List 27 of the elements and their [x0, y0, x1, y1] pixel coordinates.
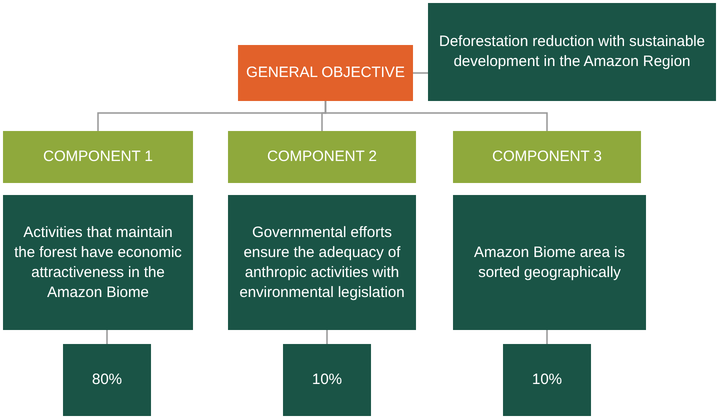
outcome-box — [453, 195, 646, 330]
outcome-text: Amazon Biome area is sorted geographically — [473, 242, 626, 282]
percentage-value: 80% — [92, 370, 122, 390]
component-label: COMPONENT 1 — [43, 147, 153, 167]
component-label: COMPONENT 3 — [492, 147, 602, 167]
objective-label: GENERAL OBJECTIVE — [246, 63, 405, 83]
connector-line — [106, 330, 108, 344]
component-box — [3, 131, 193, 183]
objective-box — [238, 45, 413, 101]
outcome-box — [3, 195, 193, 330]
connector-line — [326, 330, 328, 344]
goal-text: Deforestation reduction with sustainable development in the Amazon Region — [438, 32, 706, 72]
component-box — [453, 131, 641, 183]
component-box — [228, 131, 416, 183]
component-label: COMPONENT 2 — [267, 147, 377, 167]
outcome-text: Activities that maintain the forest have economic attractiveness in the Amazon Biome — [13, 222, 183, 302]
connector-line — [324, 101, 548, 131]
percentage-box — [283, 344, 371, 416]
outcome-text: Governmental efforts ensure the adequacy of anthropic activities with environmental legislation — [238, 222, 406, 302]
connector-line — [546, 330, 548, 344]
percentage-value: 10% — [312, 370, 342, 390]
connector-line — [413, 72, 428, 74]
goal-box — [428, 3, 716, 101]
percentage-box — [503, 344, 591, 416]
outcome-box — [228, 195, 416, 330]
percentage-value: 10% — [532, 370, 562, 390]
percentage-box — [63, 344, 151, 416]
